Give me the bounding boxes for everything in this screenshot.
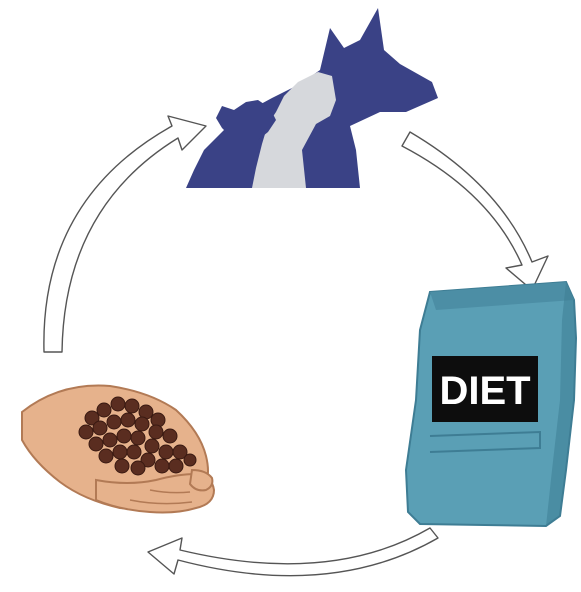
diet-label-text: DIET bbox=[439, 369, 530, 413]
arrow-hand-to-pets bbox=[44, 116, 206, 352]
dog-and-cat-silhouette-icon bbox=[186, 8, 438, 188]
arrow-pets-to-diet bbox=[402, 132, 548, 290]
hand-holding-kibble-icon bbox=[22, 386, 214, 513]
diet-food-bag-icon: DIET bbox=[406, 282, 576, 526]
arrow-diet-to-hand bbox=[148, 528, 438, 576]
thumb bbox=[190, 470, 212, 490]
